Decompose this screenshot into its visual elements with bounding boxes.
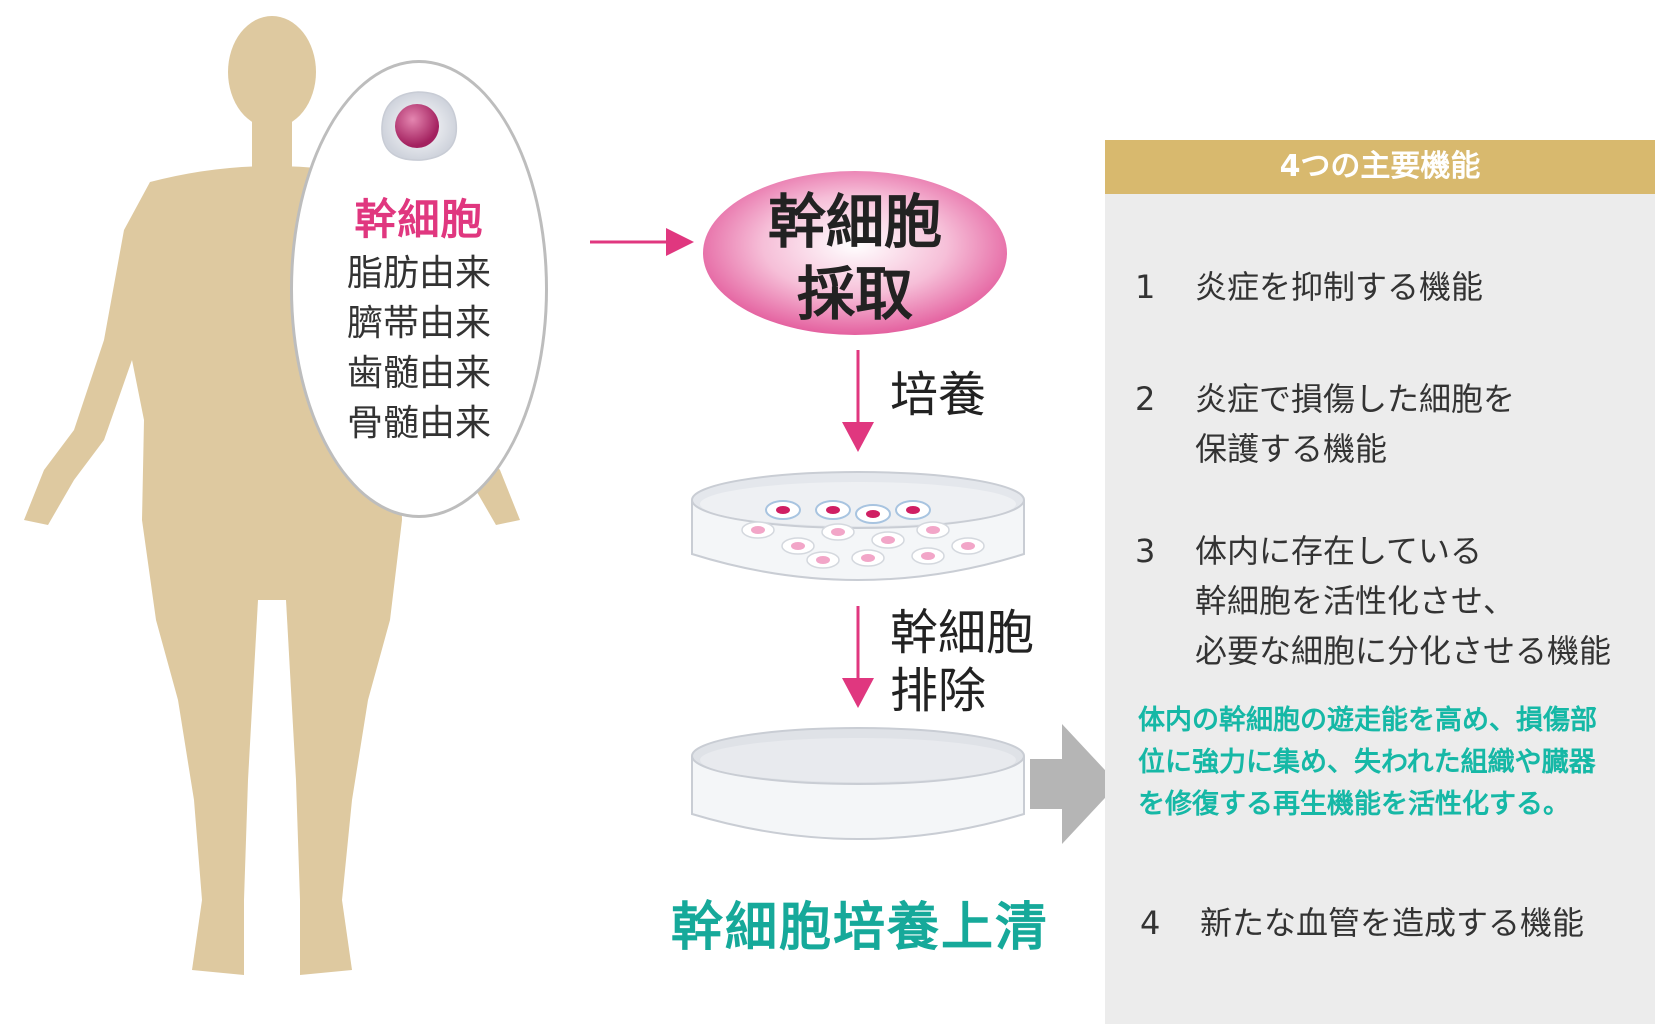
source-item-dental-pulp: 歯髄由来 <box>346 353 491 394</box>
culture-label: 培養 <box>890 367 987 423</box>
function-text: 新たな血管を造成する機能 <box>1200 898 1584 948</box>
highlight-line: を修復する再生機能を活性化する。 <box>1138 789 1570 820</box>
function-line: 必要な細胞に分化させる機能 <box>1195 632 1612 670</box>
highlight-line: 体内の幹細胞の遊走能を高め、損傷部 <box>1138 705 1597 736</box>
regeneration-highlight: 体内の幹細胞の遊走能を高め、損傷部 位に強力に集め、失われた組織や臓器 を修復す… <box>1138 700 1643 826</box>
function-line: 保護する機能 <box>1195 430 1388 468</box>
function-line: 幹細胞を活性化させ、 <box>1195 582 1516 620</box>
highlight-line: 位に強力に集め、失われた組織や臓器 <box>1138 747 1596 778</box>
function-text: 体内に存在している 幹細胞を活性化させ、 必要な細胞に分化させる機能 <box>1195 526 1611 676</box>
removal-line1: 幹細胞 <box>890 605 1035 661</box>
function-line: 炎症で損傷した細胞を <box>1195 380 1516 418</box>
function-line: 炎症を抑制する機能 <box>1195 268 1484 306</box>
removal-label: 幹細胞 排除 <box>890 604 1034 720</box>
function-text: 炎症で損傷した細胞を 保護する機能 <box>1195 374 1515 474</box>
arrow-right-icon <box>1030 724 1118 844</box>
panel-header: 4つの主要機能 <box>1105 140 1655 194</box>
function-number: 4 <box>1140 904 1161 942</box>
function-number: 1 <box>1135 268 1156 306</box>
result-label: 幹細胞培養上清 <box>670 898 1049 958</box>
collection-line1: 幹細胞 <box>767 188 942 256</box>
source-item-adipose: 脂肪由来 <box>346 253 491 294</box>
removal-line2: 排除 <box>890 663 987 719</box>
function-line: 体内に存在している <box>1195 532 1483 570</box>
functions-panel <box>1105 140 1655 1024</box>
collection-ellipse <box>703 171 1007 335</box>
petri-dish-empty <box>691 727 1025 840</box>
function-number: 2 <box>1135 380 1156 418</box>
function-text: 炎症を抑制する機能 <box>1195 262 1483 312</box>
arrow-down-icon <box>842 350 874 452</box>
source-title: 幹細胞 <box>354 195 484 244</box>
arrow-down-icon <box>842 606 874 708</box>
function-number: 3 <box>1135 532 1156 570</box>
petri-dish-with-cells <box>691 471 1025 581</box>
source-item-umbilical: 臍帯由来 <box>346 303 491 344</box>
collection-line2: 採取 <box>796 260 913 328</box>
function-line: 新たな血管を造成する機能 <box>1200 904 1585 942</box>
collection-label: 幹細胞 採取 <box>700 186 1010 330</box>
arrow-right-icon <box>590 228 694 256</box>
stem-cell-icon <box>381 91 458 161</box>
source-item-bone-marrow: 骨髄由来 <box>346 403 491 444</box>
